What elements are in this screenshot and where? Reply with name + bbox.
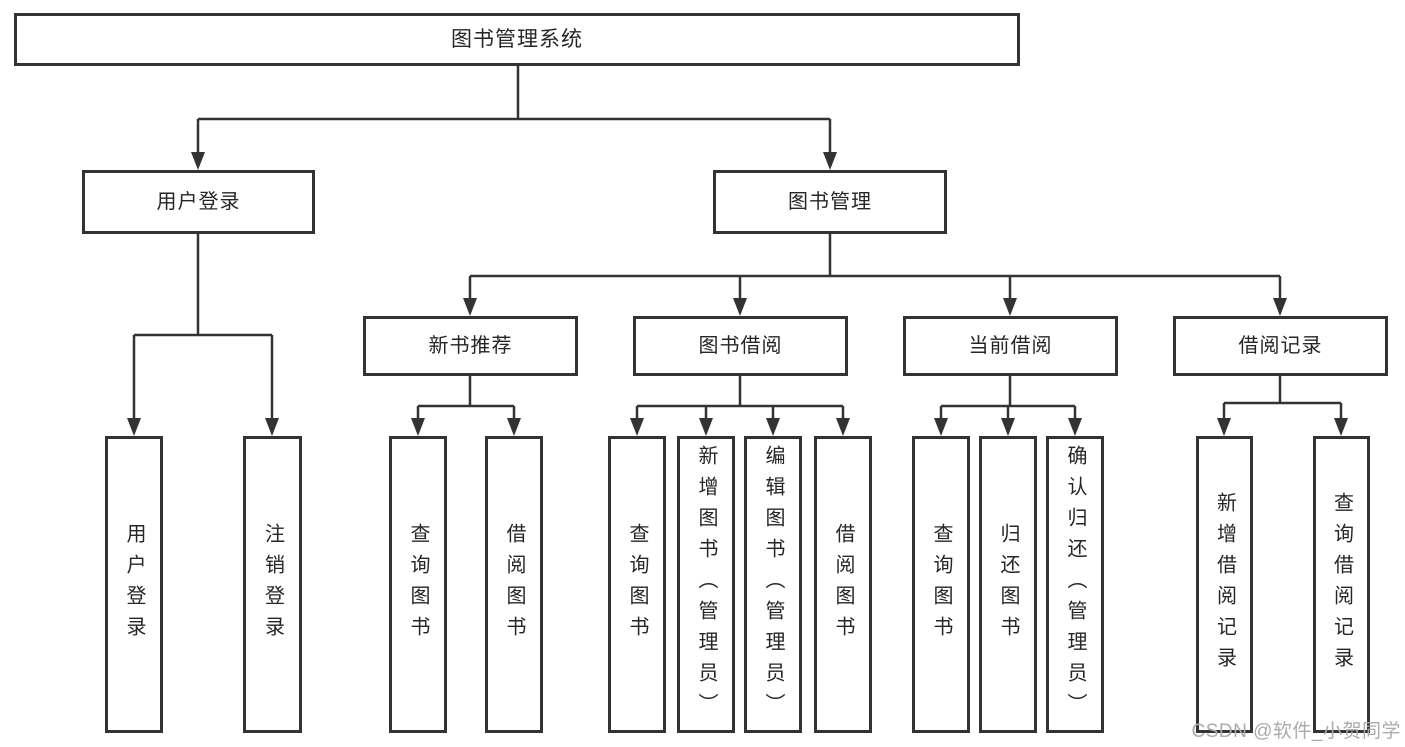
leaf-query-books-borrowing: 查询图书 (608, 436, 666, 733)
leaf-add-borrow-record: 新增借阅记录 (1196, 436, 1253, 733)
csdn-watermark: CSDN @软件_小贺同学 (1191, 721, 1401, 742)
leaf-query-books-current: 查询图书 (912, 436, 970, 733)
node-user-login: 用户登录 (82, 170, 315, 234)
leaf-user-login: 用户登录 (105, 436, 163, 733)
leaf-borrow-books-borrowing: 借阅图书 (814, 436, 872, 733)
leaf-edit-books-admin: 编辑图书（管理员） (744, 436, 802, 733)
node-book-management: 图书管理 (713, 170, 947, 234)
node-current-borrowing: 当前借阅 (903, 316, 1118, 376)
leaf-logout: 注销登录 (243, 436, 302, 733)
leaf-borrow-books-recommend: 借阅图书 (485, 436, 543, 733)
arrowheads (127, 152, 1348, 436)
node-borrowing-records: 借阅记录 (1173, 316, 1388, 376)
leaf-query-books-recommend: 查询图书 (389, 436, 447, 733)
leaf-return-books: 归还图书 (979, 436, 1037, 733)
node-new-book-recommendation: 新书推荐 (363, 316, 578, 376)
node-book-borrowing: 图书借阅 (633, 316, 848, 376)
leaf-query-borrow-record: 查询借阅记录 (1313, 436, 1370, 733)
node-library-system: 图书管理系统 (14, 13, 1020, 66)
leaf-confirm-return-admin: 确认归还（管理员） (1046, 436, 1104, 733)
leaf-add-books-admin: 新增图书（管理员） (677, 436, 735, 733)
